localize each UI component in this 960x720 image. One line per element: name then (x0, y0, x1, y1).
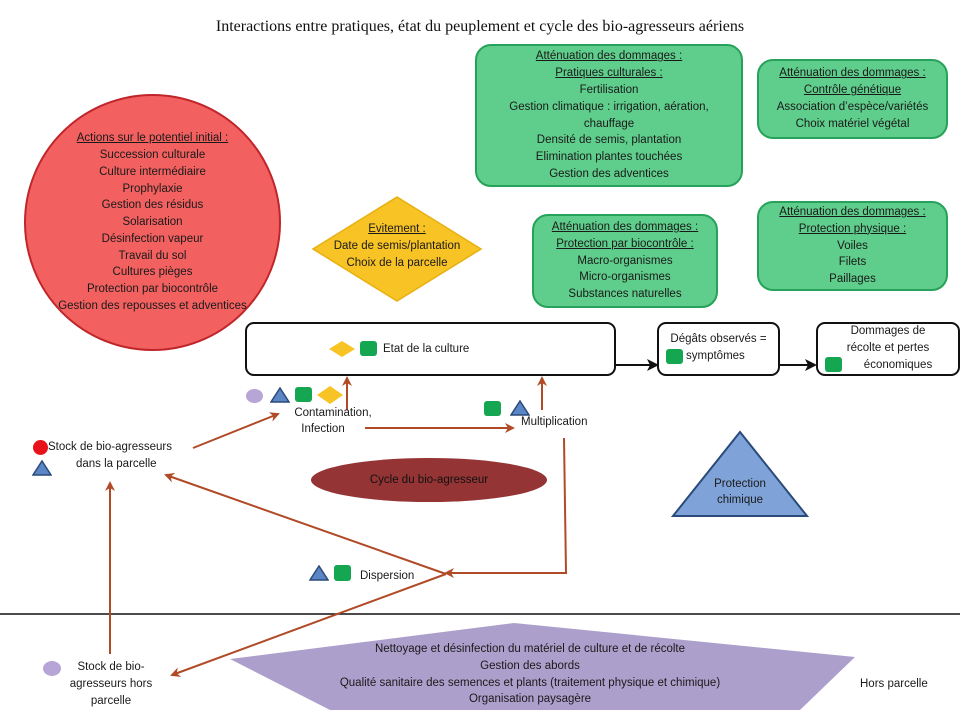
box-heading: Atténuation des dommages : (551, 221, 699, 233)
blue-triangle-icon (309, 565, 329, 581)
box-item: Filets (838, 256, 867, 269)
green-square-icon (666, 349, 683, 364)
initial-potential-item: Travail du sol (118, 249, 187, 262)
crop-state-label: Etat de la culture (383, 343, 470, 355)
arrow-dispersion-to-stock-outside (170, 573, 447, 677)
damage-observed-line: symptômes (686, 350, 745, 362)
initial-potential-circle: Actions sur le potentiel initial : Succe… (24, 94, 281, 351)
outside-practice-item: Nettoyage et désinfection du matériel de… (374, 643, 686, 655)
initial-potential-item: Prophylaxie (122, 182, 183, 195)
box-subheading: Protection par biocontrôle : (556, 237, 694, 250)
economic-losses-line: économiques (863, 359, 933, 371)
avoidance-item: Choix de la parcelle (346, 256, 448, 269)
outside-field-label: Hors parcelle (860, 678, 928, 690)
box-item: Choix matériel végétal (795, 117, 910, 130)
box-heading: Atténuation des dommages : (779, 67, 926, 80)
yellow-diamond-icon (317, 386, 343, 404)
box-item: Paillages (829, 273, 876, 286)
arrow-dispersion-to-stock-field (164, 472, 447, 575)
box-item: Elimination plantes touchées (535, 151, 683, 164)
initial-potential-item: Succession culturale (99, 148, 206, 161)
red-circle-icon (33, 440, 48, 455)
stock-field-label: dans la parcelle (76, 458, 157, 470)
stock-outside-label: Stock de bio- (77, 661, 145, 673)
box-subheading: Pratiques culturales : (555, 67, 663, 80)
cycle-ellipse (311, 458, 547, 502)
box-item: Association d’espèce/variétés (776, 101, 929, 113)
biocontrol-box: Atténuation des dommages : Protection pa… (532, 214, 718, 308)
box-subheading: Contrôle génétique (803, 84, 902, 97)
avoidance-item: Date de semis/plantation (333, 239, 461, 252)
stock-field-label: Stock de bio-agresseurs (48, 441, 173, 453)
initial-potential-heading: Actions sur le potentiel initial : (76, 132, 229, 145)
blue-triangle-icon (270, 387, 290, 403)
box-item: Macro-organismes (577, 254, 673, 267)
box-item: Densité de semis, plantation (536, 134, 682, 147)
initial-potential-item: Désinfection vapeur (101, 232, 204, 245)
stock-outside-label: parcelle (90, 695, 132, 707)
contamination-label: Infection (301, 423, 345, 435)
box-heading: Atténuation des dommages : (535, 50, 683, 63)
box-item: Fertilisation (579, 83, 639, 96)
genetic-control-box: Atténuation des dommages : Contrôle géné… (757, 59, 948, 139)
green-square-icon (825, 357, 842, 372)
arrow-multiplication-to-dispersion (444, 437, 568, 578)
diagram-title: Interactions entre pratiques, état du pe… (215, 18, 745, 35)
box-item: Micro-organismes (579, 271, 671, 284)
damage-observed-line: Dégâts observés = (670, 333, 767, 345)
blue-triangle-icon (510, 400, 530, 416)
outside-practices-shape (230, 623, 855, 710)
outside-practices-text: Nettoyage et désinfection du matériel de… (290, 641, 770, 708)
box-item: Gestion des adventices (549, 167, 669, 180)
initial-potential-item: Cultures pièges (112, 266, 193, 279)
initial-potential-item: Gestion des résidus (101, 199, 204, 212)
chemical-label: Protection (714, 478, 766, 490)
box-item: Voiles (837, 239, 868, 252)
chemical-label: chimique (716, 494, 764, 506)
initial-potential-item: Gestion des repousses et adventices (58, 300, 247, 313)
green-square-icon (295, 387, 312, 402)
blue-triangle-icon (32, 460, 52, 476)
box-item: chauffage (583, 117, 635, 130)
box-item: Substances naturelles (568, 288, 682, 301)
purple-circle-icon (43, 661, 61, 676)
economic-losses-line: Dommages de (850, 325, 926, 337)
arrow-stock-to-contamination (192, 412, 280, 449)
green-square-icon (484, 401, 501, 416)
initial-potential-item: Culture intermédiaire (99, 165, 206, 178)
dispersion-label: Dispersion (360, 570, 415, 582)
crop-state-box (245, 322, 616, 376)
box-item: Gestion climatique : irrigation, aératio… (509, 100, 709, 113)
box-heading: Atténuation des dommages : (779, 206, 926, 218)
avoidance-heading: Evitement : (368, 223, 426, 235)
physical-protection-box: Atténuation des dommages : Protection ph… (757, 201, 948, 291)
avoidance-text: Evitement : Date de semis/plantation Cho… (313, 221, 481, 271)
contamination-label: Contamination, (294, 407, 372, 419)
box-subheading: Protection physique : (798, 222, 907, 235)
avoidance-diamond (311, 196, 483, 302)
cultural-practices-box: Atténuation des dommages : Pratiques cul… (475, 44, 743, 187)
cycle-ellipse-label: Cycle du bio-agresseur (369, 474, 489, 486)
chemical-triangle (670, 430, 810, 517)
outside-practice-item: Gestion des abords (480, 659, 580, 672)
outside-practice-item: Organisation paysagère (468, 693, 592, 706)
green-square-icon (360, 341, 377, 356)
outside-practice-item: Qualité sanitaire des semences et plants… (339, 676, 721, 689)
economic-losses-line: récolte et pertes (846, 342, 930, 354)
purple-circle-icon (246, 389, 263, 403)
stock-outside-label: agresseurs hors (69, 678, 153, 690)
initial-potential-item: Protection par biocontrôle (86, 283, 219, 296)
initial-potential-item: Solarisation (122, 216, 183, 229)
yellow-diamond-icon (329, 341, 355, 357)
green-square-icon (334, 565, 351, 581)
multiplication-label: Multiplication (521, 416, 588, 428)
